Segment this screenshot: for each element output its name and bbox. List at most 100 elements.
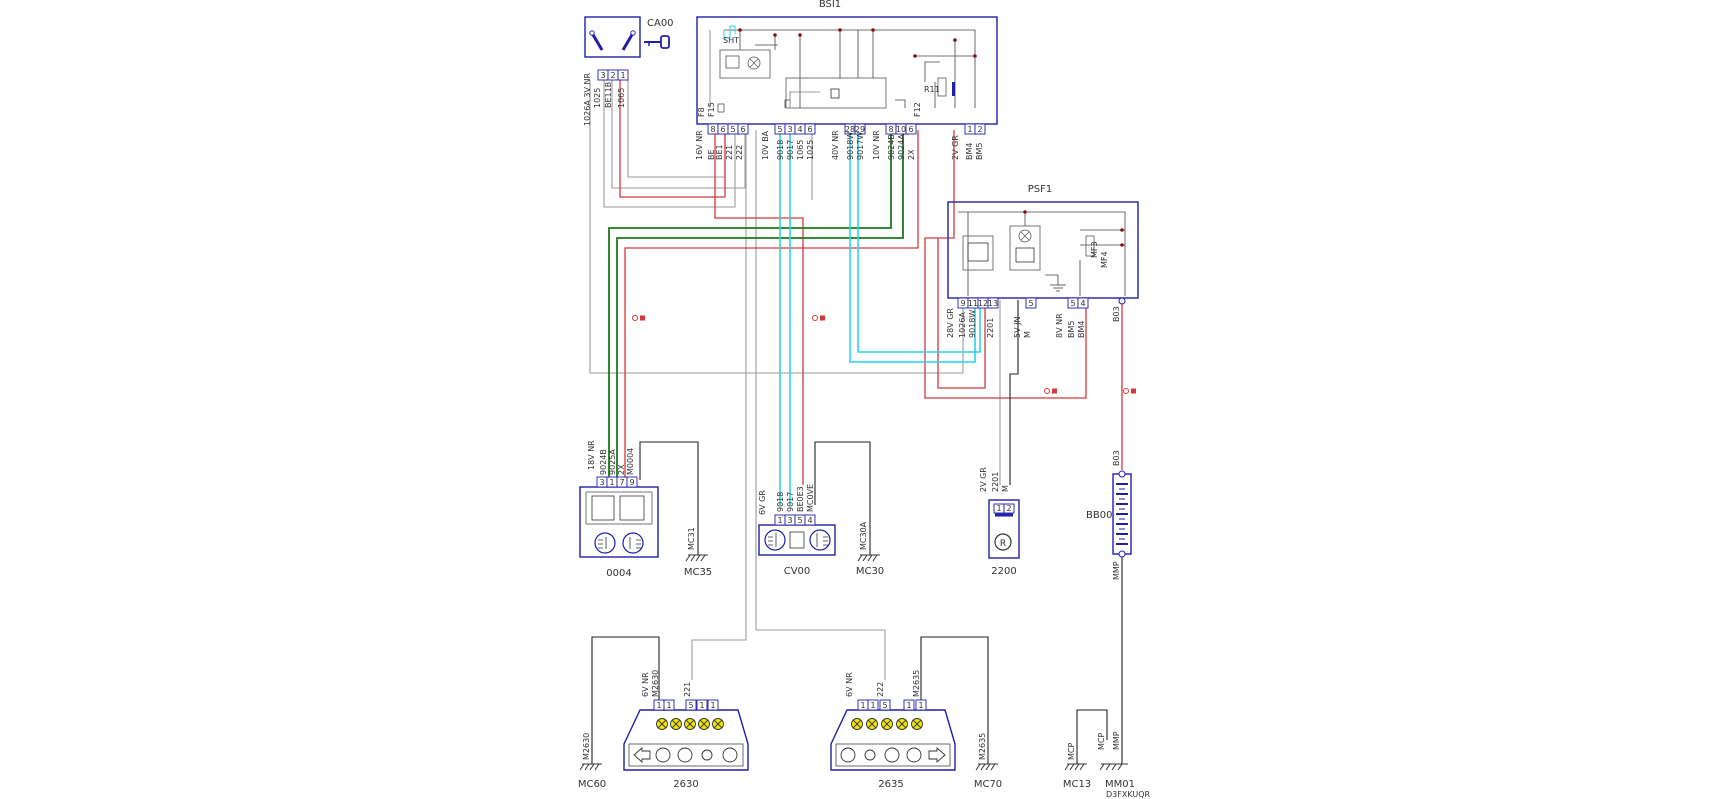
pin-label: 6 [720, 125, 725, 134]
c2635-box [830, 709, 956, 771]
pin-label: 3 [787, 516, 792, 525]
connector-label: 28V GR [946, 308, 955, 338]
c2200-box [988, 499, 1020, 559]
gauge-icon [619, 495, 645, 521]
bsi1-control-block [785, 77, 887, 109]
wire-label: BE1 [715, 144, 724, 160]
bsi1-connector-b [774, 123, 816, 135]
pin-label: 5 [882, 701, 887, 710]
r11-label: R11 [924, 85, 940, 94]
wire-label: 2X [907, 149, 916, 160]
bb00-name: BB00 [1086, 510, 1112, 521]
connector-label: 6V NR [845, 672, 854, 697]
bsi1-connector-e [964, 123, 986, 135]
ground-mm01-icon [1099, 763, 1128, 771]
wire-label: MC0VE [806, 484, 815, 512]
wire-label: BE11B [604, 82, 613, 108]
fuse-icon [1085, 235, 1095, 257]
pin-label: 3 [600, 71, 605, 80]
wire-label: 1025 [593, 88, 602, 108]
parking-brake-icon [677, 747, 693, 763]
c2630-panel: 1 1 5 1 1 6V NR M2630 221 M2630 263 [578, 670, 749, 790]
wire-label: BM4 [1077, 321, 1086, 338]
ground-mc35-label: MC35 [684, 567, 712, 578]
connector-label: 10V BA [761, 130, 770, 160]
wire-label: 1025 [806, 140, 815, 160]
front-fog-icon [594, 532, 616, 554]
wire-label: B03 [1112, 450, 1121, 466]
relay-icon [725, 55, 740, 69]
wire-label: 221 [683, 682, 692, 697]
bb00-battery: BB00 B03 MMP [1086, 450, 1132, 580]
c2630-symbol-row [628, 743, 744, 767]
wire-label: 9017W [856, 132, 865, 160]
indicator-icon [789, 531, 805, 549]
pin-label: 1 [967, 125, 972, 134]
wire-label: 1026A [958, 312, 967, 338]
connector-label: 10V NR [872, 130, 881, 160]
wire-label: 221 [725, 145, 734, 160]
green-wires [608, 130, 904, 480]
wire-label: M2635 [978, 733, 987, 760]
pin-label: 6 [908, 125, 913, 134]
ground-mc70-icon [975, 763, 998, 771]
mf4-label: MF4 [1100, 251, 1109, 268]
psf1-name: PSF1 [1028, 184, 1053, 195]
psf1-connector-b [1025, 297, 1037, 309]
connector-label: 6V GR [758, 490, 767, 515]
wire-label: 9018W [846, 132, 855, 160]
pin-label: 5 [797, 516, 802, 525]
pin-label: 1 [870, 701, 875, 710]
connector-label: 18V NR [587, 440, 596, 470]
wire-label: BM4 [965, 143, 974, 160]
psf1-connector-c [1067, 297, 1089, 309]
connector-label: 8V NR [1055, 313, 1064, 338]
cv00-box [758, 524, 836, 556]
fuse-f8-label: F8 [697, 107, 706, 117]
wire-label: 2201 [986, 318, 995, 338]
cv00-switch-module: 1 3 5 4 6V GR 9018 9017 BE0E3 MC0VE MC30… [758, 484, 884, 577]
pin-label: 29 [855, 125, 865, 134]
wire-label: 9018W [968, 310, 977, 338]
cyan-wires [779, 130, 981, 505]
pin-label: 7 [619, 478, 624, 487]
wire-label: BE [707, 149, 716, 160]
wire-label: 9018 [776, 140, 785, 160]
pin-label: 3 [787, 125, 792, 134]
wire-label: 9018 [776, 492, 785, 512]
pin-label: 1 [918, 701, 923, 710]
front-fog-indicator-icon [840, 747, 856, 763]
pin-label: 2 [610, 71, 615, 80]
pin-label: 1 [860, 701, 865, 710]
pin-label: 5 [1028, 299, 1033, 308]
c0004-connector [596, 476, 638, 488]
fuse-f12-label: F12 [913, 102, 922, 117]
battery-cells-icon [1116, 483, 1128, 545]
connector-label: 16V NR [695, 130, 704, 160]
wire-label: MMP [1112, 561, 1121, 580]
c0004-name: 0004 [606, 568, 631, 579]
pin-label: 6 [740, 125, 745, 134]
pin-label: 10 [896, 125, 906, 134]
wire-label: 9024A [897, 134, 906, 160]
c2200-reverse-switch: R 1 2 2V GR 2201 M 2200 [979, 467, 1020, 577]
c2635-symbol-row [835, 743, 951, 767]
lamp-icon [747, 56, 761, 70]
wire-label: 9024B [599, 449, 608, 475]
lamp-icon [1018, 229, 1032, 243]
psf1-box [947, 201, 1139, 299]
wire-label: BE0E3 [796, 486, 805, 512]
pin-label: 1 [906, 701, 911, 710]
ca00-name: CA00 [647, 18, 674, 29]
pin-label: 1 [609, 478, 614, 487]
rocker-icon [591, 495, 615, 521]
pin-label: 9 [960, 299, 965, 308]
rear-fog-icon [809, 529, 831, 551]
pin-label: 11 [968, 299, 978, 308]
wire-label: 1065 [617, 88, 626, 108]
ground-mc30-label: MC30 [856, 566, 884, 577]
wire-label: M2630 [582, 733, 591, 760]
bsi1-unit: BSI1 SHT [695, 0, 998, 160]
turn-right-arrow-icon [928, 747, 946, 763]
c2630-name: 2630 [673, 779, 698, 790]
